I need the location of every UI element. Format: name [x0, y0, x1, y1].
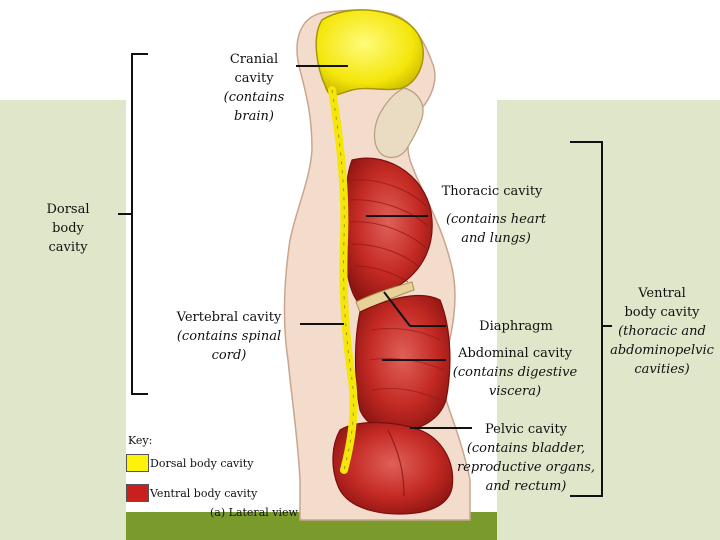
key-title: Key:: [128, 434, 153, 447]
thoracic-title: Thoracic cavity: [441, 184, 543, 199]
pelvic-division: [387, 429, 405, 497]
dorsal-1: Dorsal: [46, 202, 90, 217]
diaphragm-label: Diaphragm: [466, 317, 566, 336]
key-swatch-ventral: [126, 484, 149, 502]
pelvic-label: Pelvic cavity (contains bladder, reprodu…: [454, 420, 598, 496]
ventral-sub-2: abdominopelvic: [610, 343, 714, 358]
cranial-label: Cranial cavity (contains brain): [212, 50, 296, 126]
diaphragm-leader-a: [383, 291, 411, 327]
pelvic-title: Pelvic cavity: [484, 422, 568, 437]
dorsal-label: Dorsal body cavity: [36, 200, 100, 257]
key-dorsal-label: Dorsal body cavity: [150, 457, 254, 470]
skull-face: [373, 87, 424, 159]
rib-lines: [349, 179, 429, 283]
vertebral-sub-2: cord): [211, 348, 247, 363]
vertebral-cavity: [328, 86, 358, 474]
dorsal-3: cavity: [48, 240, 88, 255]
cranial-title: Cranial: [229, 52, 279, 67]
pelvic-sub-1: (contains bladder,: [466, 441, 586, 456]
leader-lines: [296, 65, 472, 429]
cranial-title-2: cavity: [234, 71, 274, 86]
abdominal-cavity: [354, 294, 451, 433]
background-right-panel: [497, 100, 720, 540]
thoracic-sub-label: (contains heart and lungs): [434, 210, 558, 248]
key-ventral-label: Ventral body cavity: [150, 487, 258, 500]
cranial-sub-2: brain): [234, 109, 274, 124]
ventral-label: Ventral body cavity (thoracic and abdomi…: [606, 284, 718, 379]
thoracic-label: Thoracic cavity: [430, 182, 554, 201]
abdominal-sub-2: viscera): [488, 384, 542, 399]
abdominal-sub-1: (contains digestive: [452, 365, 578, 380]
pelvic-sub-3: and rectum): [485, 479, 567, 494]
pelvic-sub-2: reproductive organs,: [456, 460, 596, 475]
abdominal-label: Abdominal cavity (contains digestive vis…: [444, 344, 586, 401]
figure-caption: (a) Lateral view: [210, 506, 298, 519]
vertebral-label: Vertebral cavity (contains spinal cord): [164, 308, 294, 365]
key-swatch-dorsal: [126, 454, 149, 472]
thoracic-sub-2: and lungs): [461, 231, 531, 246]
dorsal-bracket: [118, 53, 148, 395]
thoracic-sub-1: (contains heart: [445, 212, 547, 227]
pelvic-cavity: [332, 421, 454, 515]
abdominal-title: Abdominal cavity: [458, 346, 572, 361]
cranial-cavity: [315, 9, 424, 96]
vertebral-sub-1: (contains spinal: [176, 329, 282, 344]
ventral-sub-1: (thoracic and: [618, 324, 706, 339]
ventral-2: body cavity: [624, 305, 700, 320]
background-left-panel: [0, 100, 126, 540]
cranial-sub-1: (contains: [223, 90, 285, 105]
ventral-sub-3: cavities): [634, 362, 690, 377]
ventral-bracket: [570, 141, 612, 497]
vertebral-title: Vertebral cavity: [176, 310, 282, 325]
dorsal-2: body: [52, 221, 84, 236]
ventral-1: Ventral: [638, 286, 686, 301]
diaphragm-title: Diaphragm: [479, 319, 553, 334]
